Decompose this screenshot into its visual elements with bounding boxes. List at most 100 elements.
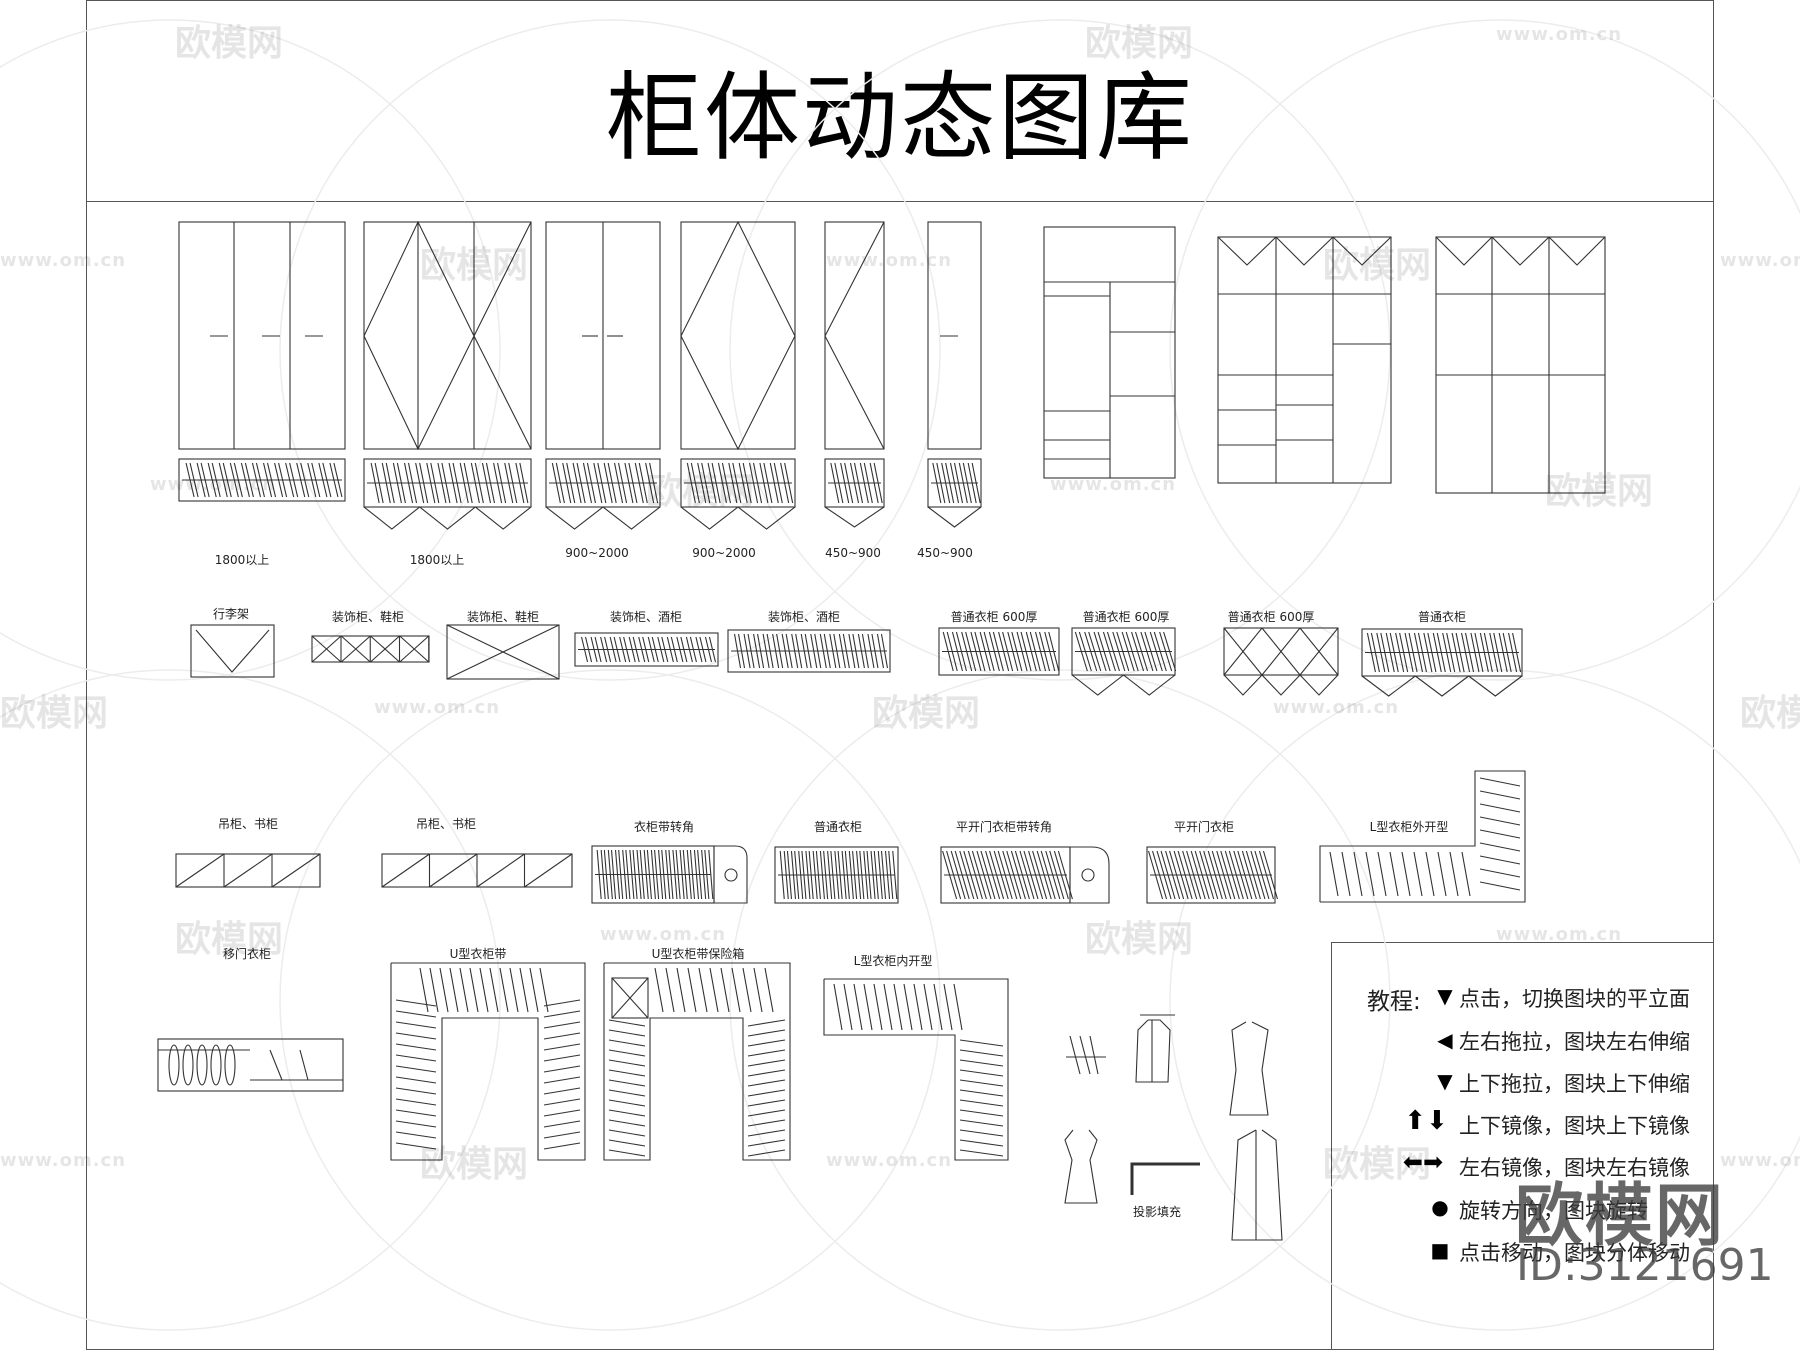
hanger bbox=[1097, 631, 1111, 672]
plan-wardrobe-600-3 bbox=[1223, 627, 1339, 676]
hanger bbox=[618, 849, 624, 900]
label-elevation-4: 900~2000 bbox=[692, 546, 756, 560]
hanger bbox=[449, 967, 459, 1013]
tutorial-item-3: 上下拖拉，图块上下伸缩 bbox=[1459, 1072, 1690, 1096]
page-title: 柜体动态图库 bbox=[606, 62, 1194, 174]
hanger bbox=[1446, 632, 1456, 673]
hanger bbox=[689, 849, 696, 900]
hanger bbox=[182, 1044, 194, 1086]
hanger bbox=[576, 462, 586, 504]
hanger bbox=[679, 849, 685, 900]
hanger bbox=[654, 849, 660, 900]
hanger bbox=[993, 850, 1009, 900]
hanger bbox=[551, 462, 561, 504]
hanger bbox=[747, 1099, 786, 1107]
hanger bbox=[805, 850, 811, 900]
door-swing bbox=[602, 506, 661, 530]
hanger bbox=[1078, 631, 1092, 672]
plan-u-wardrobe bbox=[390, 962, 586, 1161]
watermark-url: www.om.cn bbox=[826, 1150, 953, 1171]
hanger bbox=[609, 636, 617, 663]
hanger bbox=[1437, 851, 1447, 897]
hanger bbox=[543, 1076, 581, 1084]
door-swing bbox=[1123, 674, 1176, 696]
hanger bbox=[262, 462, 273, 498]
move-square-icon[interactable]: ■ bbox=[1430, 1238, 1450, 1262]
hanger bbox=[1216, 850, 1232, 900]
door-swing bbox=[680, 506, 739, 530]
triangle-down-icon[interactable]: ▼ bbox=[1437, 1069, 1453, 1093]
watermark-logo: 欧模网 bbox=[175, 23, 284, 64]
hanger bbox=[959, 1039, 1004, 1047]
hanger bbox=[654, 967, 664, 1013]
label-plan-luggage: 行李架 bbox=[212, 607, 250, 621]
hanger bbox=[1045, 850, 1061, 900]
triangle-down-icon[interactable]: ▼ bbox=[1437, 984, 1453, 1008]
hanger bbox=[810, 633, 818, 669]
hanger bbox=[783, 850, 789, 900]
hanger bbox=[757, 633, 765, 669]
hanger bbox=[743, 633, 751, 669]
rotate-dot-icon[interactable]: ● bbox=[1431, 1195, 1449, 1219]
hanger bbox=[1479, 855, 1521, 865]
door-swing bbox=[1223, 674, 1263, 696]
hanger bbox=[639, 849, 645, 900]
hanger bbox=[584, 636, 593, 663]
hanger bbox=[1417, 632, 1428, 673]
tutorial-box bbox=[1331, 942, 1714, 1350]
hanger bbox=[1211, 850, 1227, 900]
hanger bbox=[370, 462, 380, 504]
hanger bbox=[603, 849, 609, 900]
hanger bbox=[849, 462, 860, 504]
hanger bbox=[600, 636, 608, 663]
hanger bbox=[628, 462, 638, 504]
hanger bbox=[614, 462, 624, 504]
hanger bbox=[838, 633, 846, 669]
hanger bbox=[1377, 851, 1387, 897]
hanger bbox=[657, 636, 665, 663]
hanger bbox=[863, 850, 869, 900]
cross bbox=[399, 635, 430, 663]
hanger bbox=[636, 849, 642, 900]
label-plan-bookcase-1: 吊柜、书柜 bbox=[217, 817, 279, 831]
hanger bbox=[880, 850, 887, 900]
hanger bbox=[269, 1049, 283, 1081]
plan-single-diamond bbox=[824, 458, 885, 508]
tutorial-heading: 教程: bbox=[1367, 989, 1421, 1015]
hanger bbox=[720, 967, 730, 1013]
hanger bbox=[1028, 850, 1044, 900]
triangle-left-icon[interactable]: ◀ bbox=[1437, 1028, 1453, 1052]
hanger bbox=[395, 1010, 437, 1018]
hanger bbox=[852, 850, 858, 900]
watermark-url: www.om.cn bbox=[1496, 24, 1623, 45]
flip-horizontal-icon[interactable]: ⬅➡ bbox=[1402, 1148, 1444, 1176]
hanger bbox=[997, 850, 1013, 900]
hanger bbox=[834, 850, 840, 900]
hanger bbox=[543, 999, 581, 1007]
hanger bbox=[333, 462, 343, 498]
watermark-url: www.om.cn bbox=[826, 250, 953, 271]
hanger bbox=[932, 462, 942, 504]
plan-luggage-rack bbox=[190, 624, 275, 678]
hanger bbox=[1190, 850, 1206, 900]
cross bbox=[1223, 627, 1263, 676]
projection-fill-symbol bbox=[1130, 1162, 1200, 1195]
hanger bbox=[646, 849, 652, 900]
watermark-url: www.om.cn bbox=[1720, 250, 1800, 271]
hanger bbox=[608, 1109, 646, 1117]
hanger bbox=[395, 1043, 437, 1051]
hanger bbox=[804, 633, 812, 669]
door-swing bbox=[474, 506, 532, 530]
hanger bbox=[833, 633, 841, 669]
label-plan-hinged: 平开门衣柜 bbox=[1173, 820, 1235, 834]
tutorial-item-5: 左右镜像，图块左右镜像 bbox=[1459, 1156, 1690, 1180]
cross bbox=[340, 635, 371, 663]
hanger bbox=[794, 850, 800, 900]
door-diamond bbox=[824, 221, 885, 337]
door-diamond bbox=[1548, 236, 1606, 266]
flip-vertical-icon[interactable]: ⬆⬇ bbox=[1404, 1106, 1448, 1136]
hanger bbox=[949, 462, 960, 504]
label-plan-shoe-2: 装饰柜、鞋柜 bbox=[466, 610, 540, 624]
hanger bbox=[884, 850, 891, 900]
hanger bbox=[707, 462, 717, 504]
